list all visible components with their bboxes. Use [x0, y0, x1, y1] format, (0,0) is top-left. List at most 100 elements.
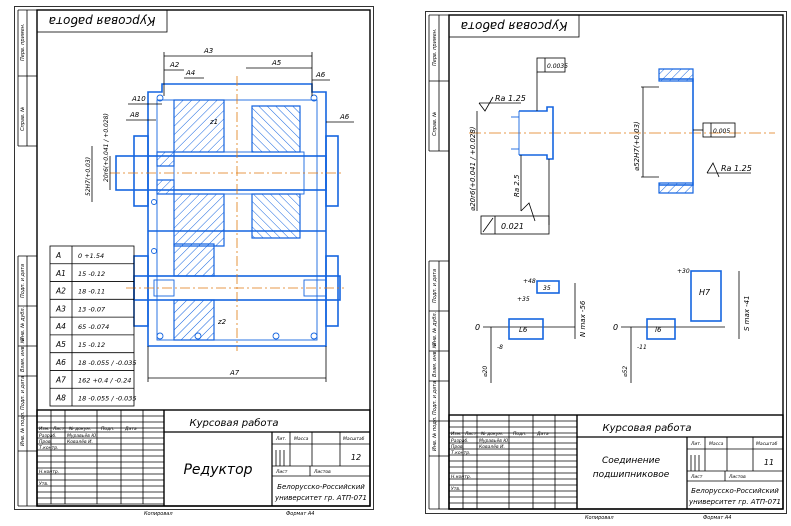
- field-diameter: ⌀20: [482, 366, 489, 377]
- footer-label: Копировал: [585, 515, 614, 521]
- stamp-row-header: Дата: [124, 426, 137, 432]
- side-label: Взам. инв. №: [432, 343, 438, 377]
- stamp-role: Н.контр.: [451, 474, 471, 480]
- shaft-detail: Ra 1.25 0.0035 ⌀20r6(+0.041 / +0.028) Ra…: [469, 57, 775, 235]
- side-label: Инв. № дубл.: [20, 307, 26, 341]
- stamp-col-header: Масса: [294, 436, 309, 442]
- dim-label: A2: [169, 61, 180, 69]
- reducer-drawing: Перв. примен. Справ. № Подп. и дата Инв.…: [14, 6, 374, 517]
- field-nmax: N max -56: [579, 300, 587, 337]
- table-row-value: 65 -0.074: [78, 323, 109, 331]
- dim-label: A6: [315, 71, 326, 79]
- tolerance-value: 0.0035: [547, 63, 568, 70]
- stamp-sheet-label: Листов: [313, 469, 331, 475]
- dim-label: A6: [339, 113, 350, 121]
- roughness-label: Ra 2.5: [513, 174, 521, 197]
- side-label: Инв. № подл.: [432, 417, 438, 452]
- dim-label: A7: [229, 369, 240, 377]
- stamp-sheet-number: 12: [351, 453, 361, 462]
- field-diameter: ⌀52: [622, 366, 629, 377]
- dim-label: A8: [129, 111, 140, 119]
- fit-label: ⌀52H7(+0.03): [633, 121, 641, 171]
- stamp-row-header: Дата: [536, 431, 549, 437]
- gear-label: z2: [217, 318, 227, 326]
- stamp-title: Курсовая работа: [190, 417, 279, 429]
- side-label: Перв. примен.: [432, 28, 438, 66]
- tolerance-field-housing: l6 H7 +30 0 -11 ⌀52 S max -41: [613, 268, 751, 383]
- stamp-col-header: Масштаб: [343, 436, 365, 442]
- field-box: H7: [699, 288, 711, 297]
- stamp-col-header: Масштаб: [756, 441, 778, 447]
- side-label: Справ. №: [432, 112, 438, 136]
- fit-label: ⌀20r6(+0.041 / +0.028): [469, 126, 477, 211]
- field-box: 35: [543, 285, 551, 292]
- side-label: Подп. и дата: [432, 269, 438, 303]
- field-value: -8: [497, 344, 503, 351]
- stamp-org: Белорусско-Российский: [277, 483, 365, 491]
- side-label: Справ. №: [20, 107, 26, 131]
- table-row-name: A5: [55, 340, 66, 349]
- stamp-role: Разраб.: [451, 438, 469, 444]
- stamp-role: Утв.: [39, 481, 48, 487]
- side-label: Взам. инв. №: [20, 338, 26, 372]
- stamp-col-header: Лит.: [690, 441, 701, 447]
- stamp-sheet-number: 11: [764, 458, 774, 467]
- stamp-row-header: Подп.: [101, 426, 115, 432]
- stamp-org: университет гр. АТП-071: [688, 498, 781, 506]
- stamp-row-header: Подп.: [513, 431, 527, 437]
- stamp-row-header: № докум.: [480, 431, 503, 437]
- table-row-value: 15 -0.12: [78, 341, 105, 349]
- stamp-role: Пров.: [39, 439, 52, 445]
- table-row-value: 0 +1.54: [78, 252, 104, 260]
- stamp-person: Муравьёв Ю.: [479, 438, 510, 444]
- table-row-name: A3: [55, 304, 66, 313]
- stamp-org: Белорусско-Российский: [691, 487, 779, 495]
- stamp-role: Н.контр.: [39, 469, 59, 475]
- side-label: Подп. и дата: [20, 264, 26, 298]
- stamp-person: Муравьёв Ю.: [67, 433, 98, 439]
- table-row-value: 18 -0.055 / -0.035: [78, 394, 137, 402]
- stamp-role: Разраб.: [39, 433, 57, 439]
- fit-label: 52H7(+0.03): [85, 157, 92, 196]
- side-label: Инв. № подл.: [20, 412, 26, 447]
- field-box: L6: [519, 326, 528, 334]
- table-row-name: A7: [55, 376, 66, 385]
- stamp-row-header: Лист: [52, 426, 65, 432]
- stamp-role: Т.контр.: [451, 450, 471, 456]
- field-zero: 0: [613, 323, 618, 332]
- footer-label: Формат А4: [286, 511, 314, 517]
- stamp-row-header: № докум.: [68, 426, 91, 432]
- stamp-row-header: Изм.: [451, 431, 462, 437]
- stamp-col-header: Масса: [709, 441, 724, 447]
- stamp-drawing-name: Соединение: [602, 456, 661, 466]
- stamp-sheet-label: Листов: [728, 474, 746, 480]
- dim-label: A10: [131, 95, 146, 103]
- table-row-value: 18 -0.11: [78, 288, 105, 296]
- dimension-lines: A3 A2 A4 A5 A6 A10 A8 A6 A7 20r6(+0.041 …: [85, 47, 354, 382]
- fit-label: 20r6(+0.041 / +0.028): [103, 113, 110, 182]
- dim-label: A4: [185, 69, 195, 77]
- roughness-label: Ra 1.25: [495, 94, 526, 103]
- tolerance-field-shaft: L6 35 +48 +35 0 -8 ⌀20 N max -56: [475, 278, 587, 383]
- field-value: -11: [637, 344, 647, 351]
- side-label: Перв. примен.: [20, 23, 26, 61]
- footer-label: Копировал: [144, 511, 173, 517]
- stamp-role: Утв.: [451, 486, 460, 492]
- side-label: Подп. и дата: [20, 376, 26, 410]
- dim-label: A3: [203, 47, 213, 55]
- stamp-role: Пров.: [451, 444, 464, 450]
- table-row-value: 18 -0.055 / -0.035: [78, 359, 137, 367]
- stamp-org: университет гр. АТП-071: [274, 494, 367, 502]
- field-value: +48: [523, 278, 536, 285]
- drawing-sheet-reducer: Перв. примен. Справ. № Подп. и дата Инв.…: [14, 6, 374, 517]
- side-label: Инв. № дубл.: [432, 312, 438, 346]
- table-row-value: 15 -0.12: [78, 270, 105, 278]
- stamp-col-header: Лит.: [275, 436, 286, 442]
- table-row-name: A2: [55, 287, 66, 296]
- field-smax: S max -41: [743, 295, 751, 331]
- field-box: l6: [655, 326, 662, 334]
- table-row-name: A8: [55, 393, 66, 402]
